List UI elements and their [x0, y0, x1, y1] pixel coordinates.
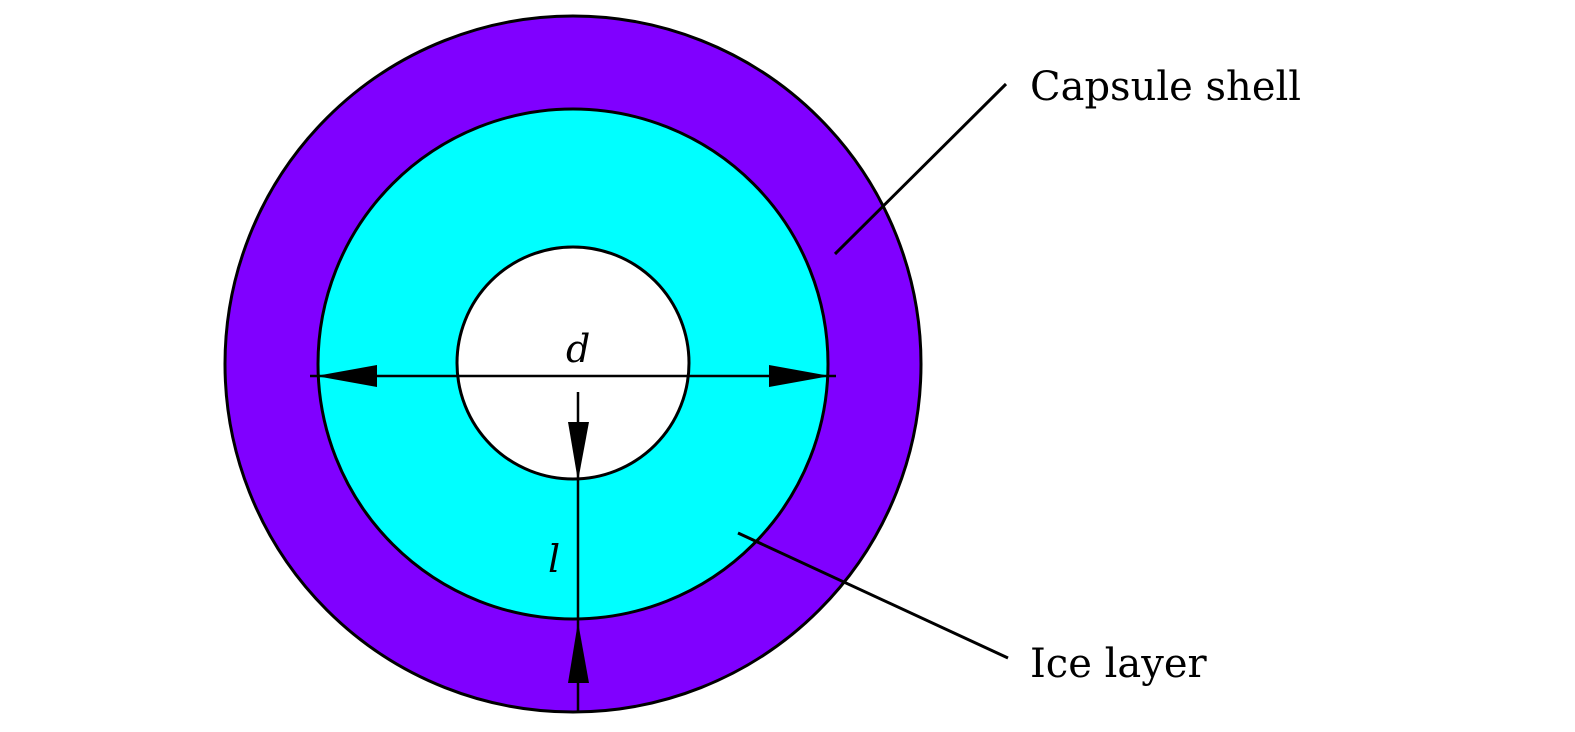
inner-void-circle	[455, 245, 691, 481]
capsule-shell-label: Capsule shell	[1030, 64, 1301, 110]
arrowhead-up	[568, 622, 589, 683]
diameter-label: d	[566, 327, 590, 371]
thickness-label: l	[548, 537, 560, 581]
ice-layer-leader	[737, 531, 1009, 660]
capsule-shell-leader	[833, 82, 1008, 256]
arrowhead-left	[316, 365, 377, 387]
thickness-dimension: l	[548, 392, 589, 712]
arrowhead-right	[769, 365, 830, 387]
ice-layer-label: Ice layer	[1030, 641, 1208, 687]
arrowhead-down	[568, 422, 589, 481]
diameter-dimension: d	[310, 327, 836, 387]
